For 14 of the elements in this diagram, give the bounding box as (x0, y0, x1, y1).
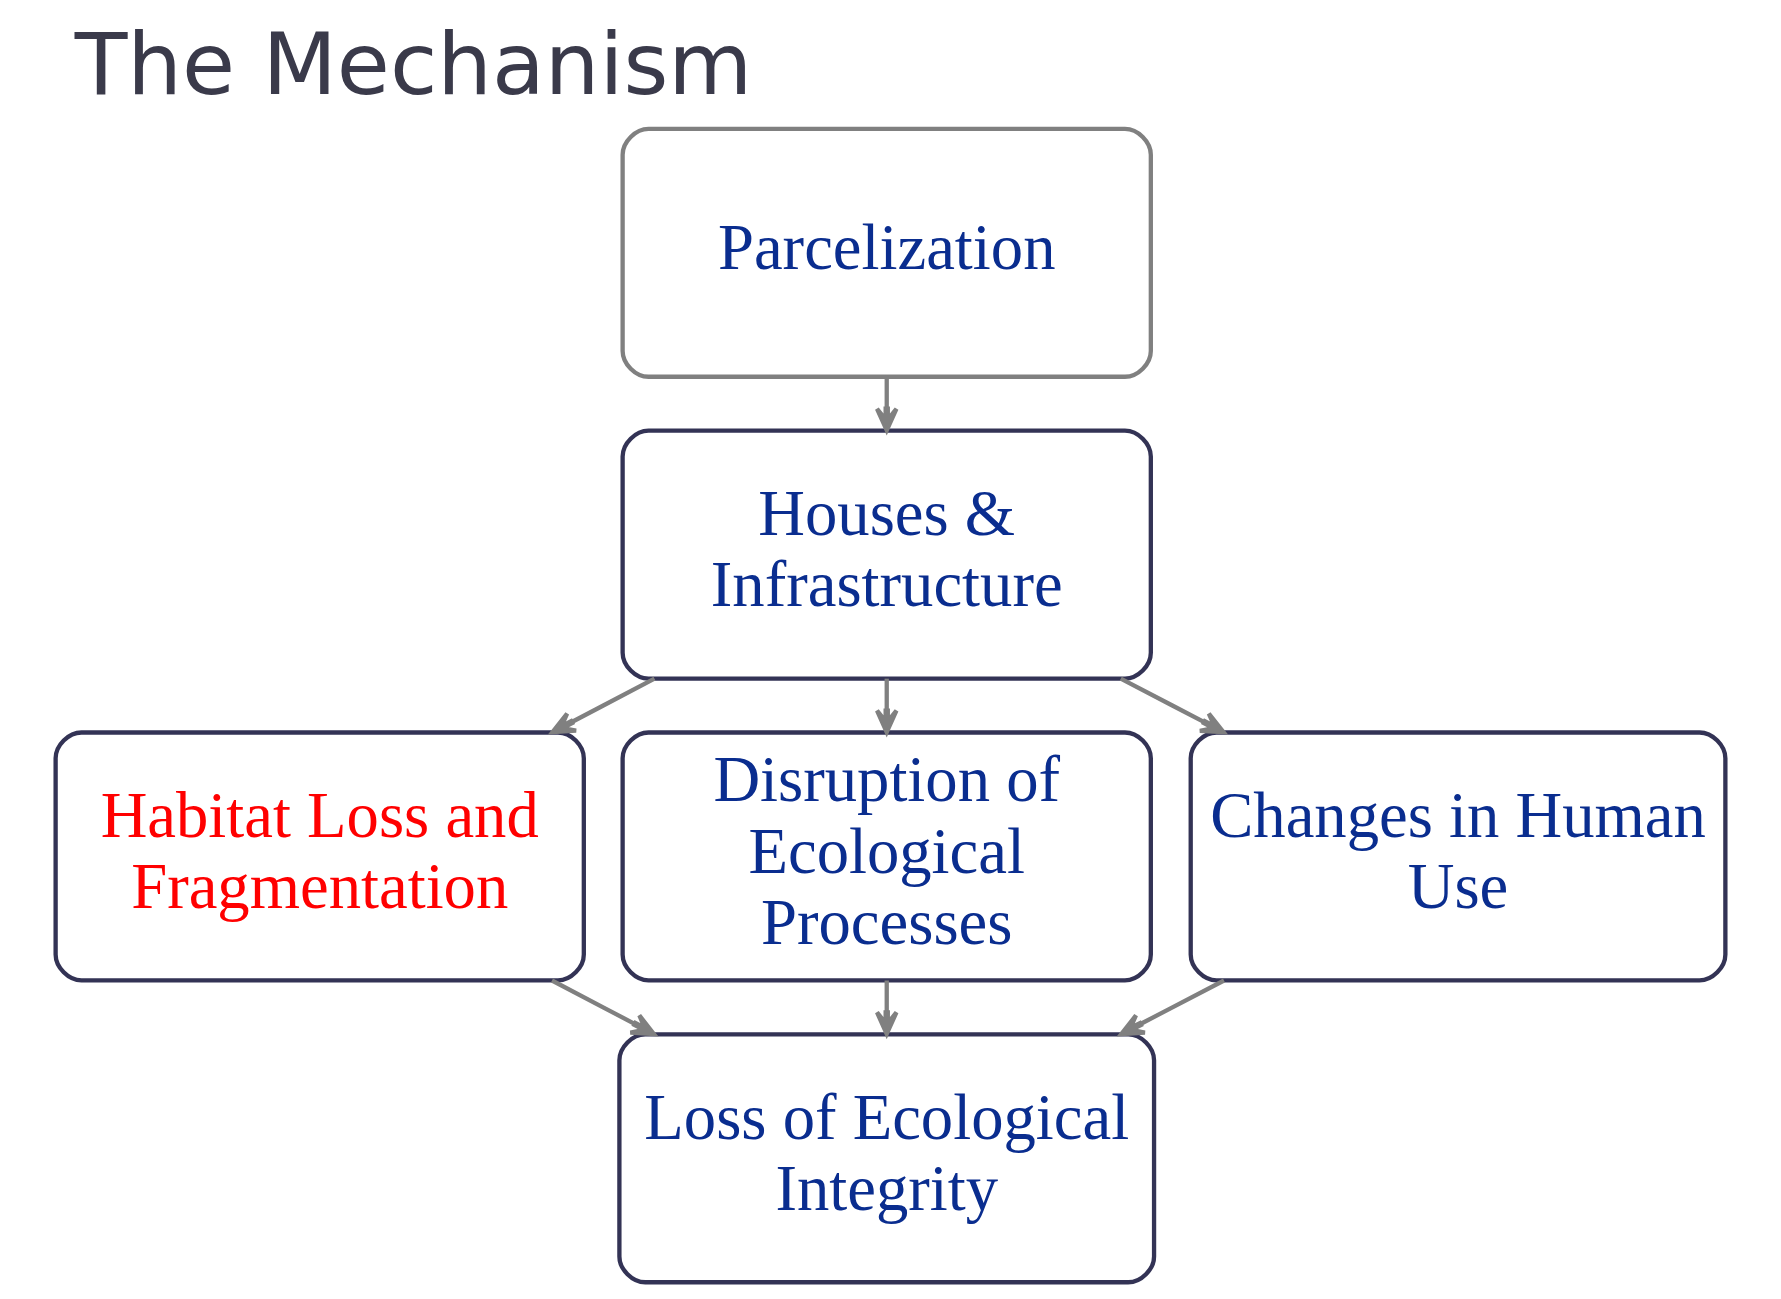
node-box: Parcelization (620, 126, 1153, 379)
arrow (874, 376, 899, 433)
arrow (874, 678, 899, 735)
diagram-title: The Mechanism (74, 14, 753, 115)
arrow (874, 980, 899, 1037)
arrow (550, 978, 657, 1037)
node-box: Changes in Human Use (1188, 730, 1728, 983)
node-box: Habitat Loss and Fragmentation (53, 730, 586, 983)
arrow (1119, 978, 1225, 1037)
node-box: Disruption of Ecological Processes (620, 730, 1153, 983)
node-box: Loss of Ecological Integrity (617, 1032, 1157, 1285)
arrow (550, 676, 656, 735)
node-box: Houses & Infrastructure (620, 428, 1153, 681)
arrow (1119, 676, 1226, 735)
